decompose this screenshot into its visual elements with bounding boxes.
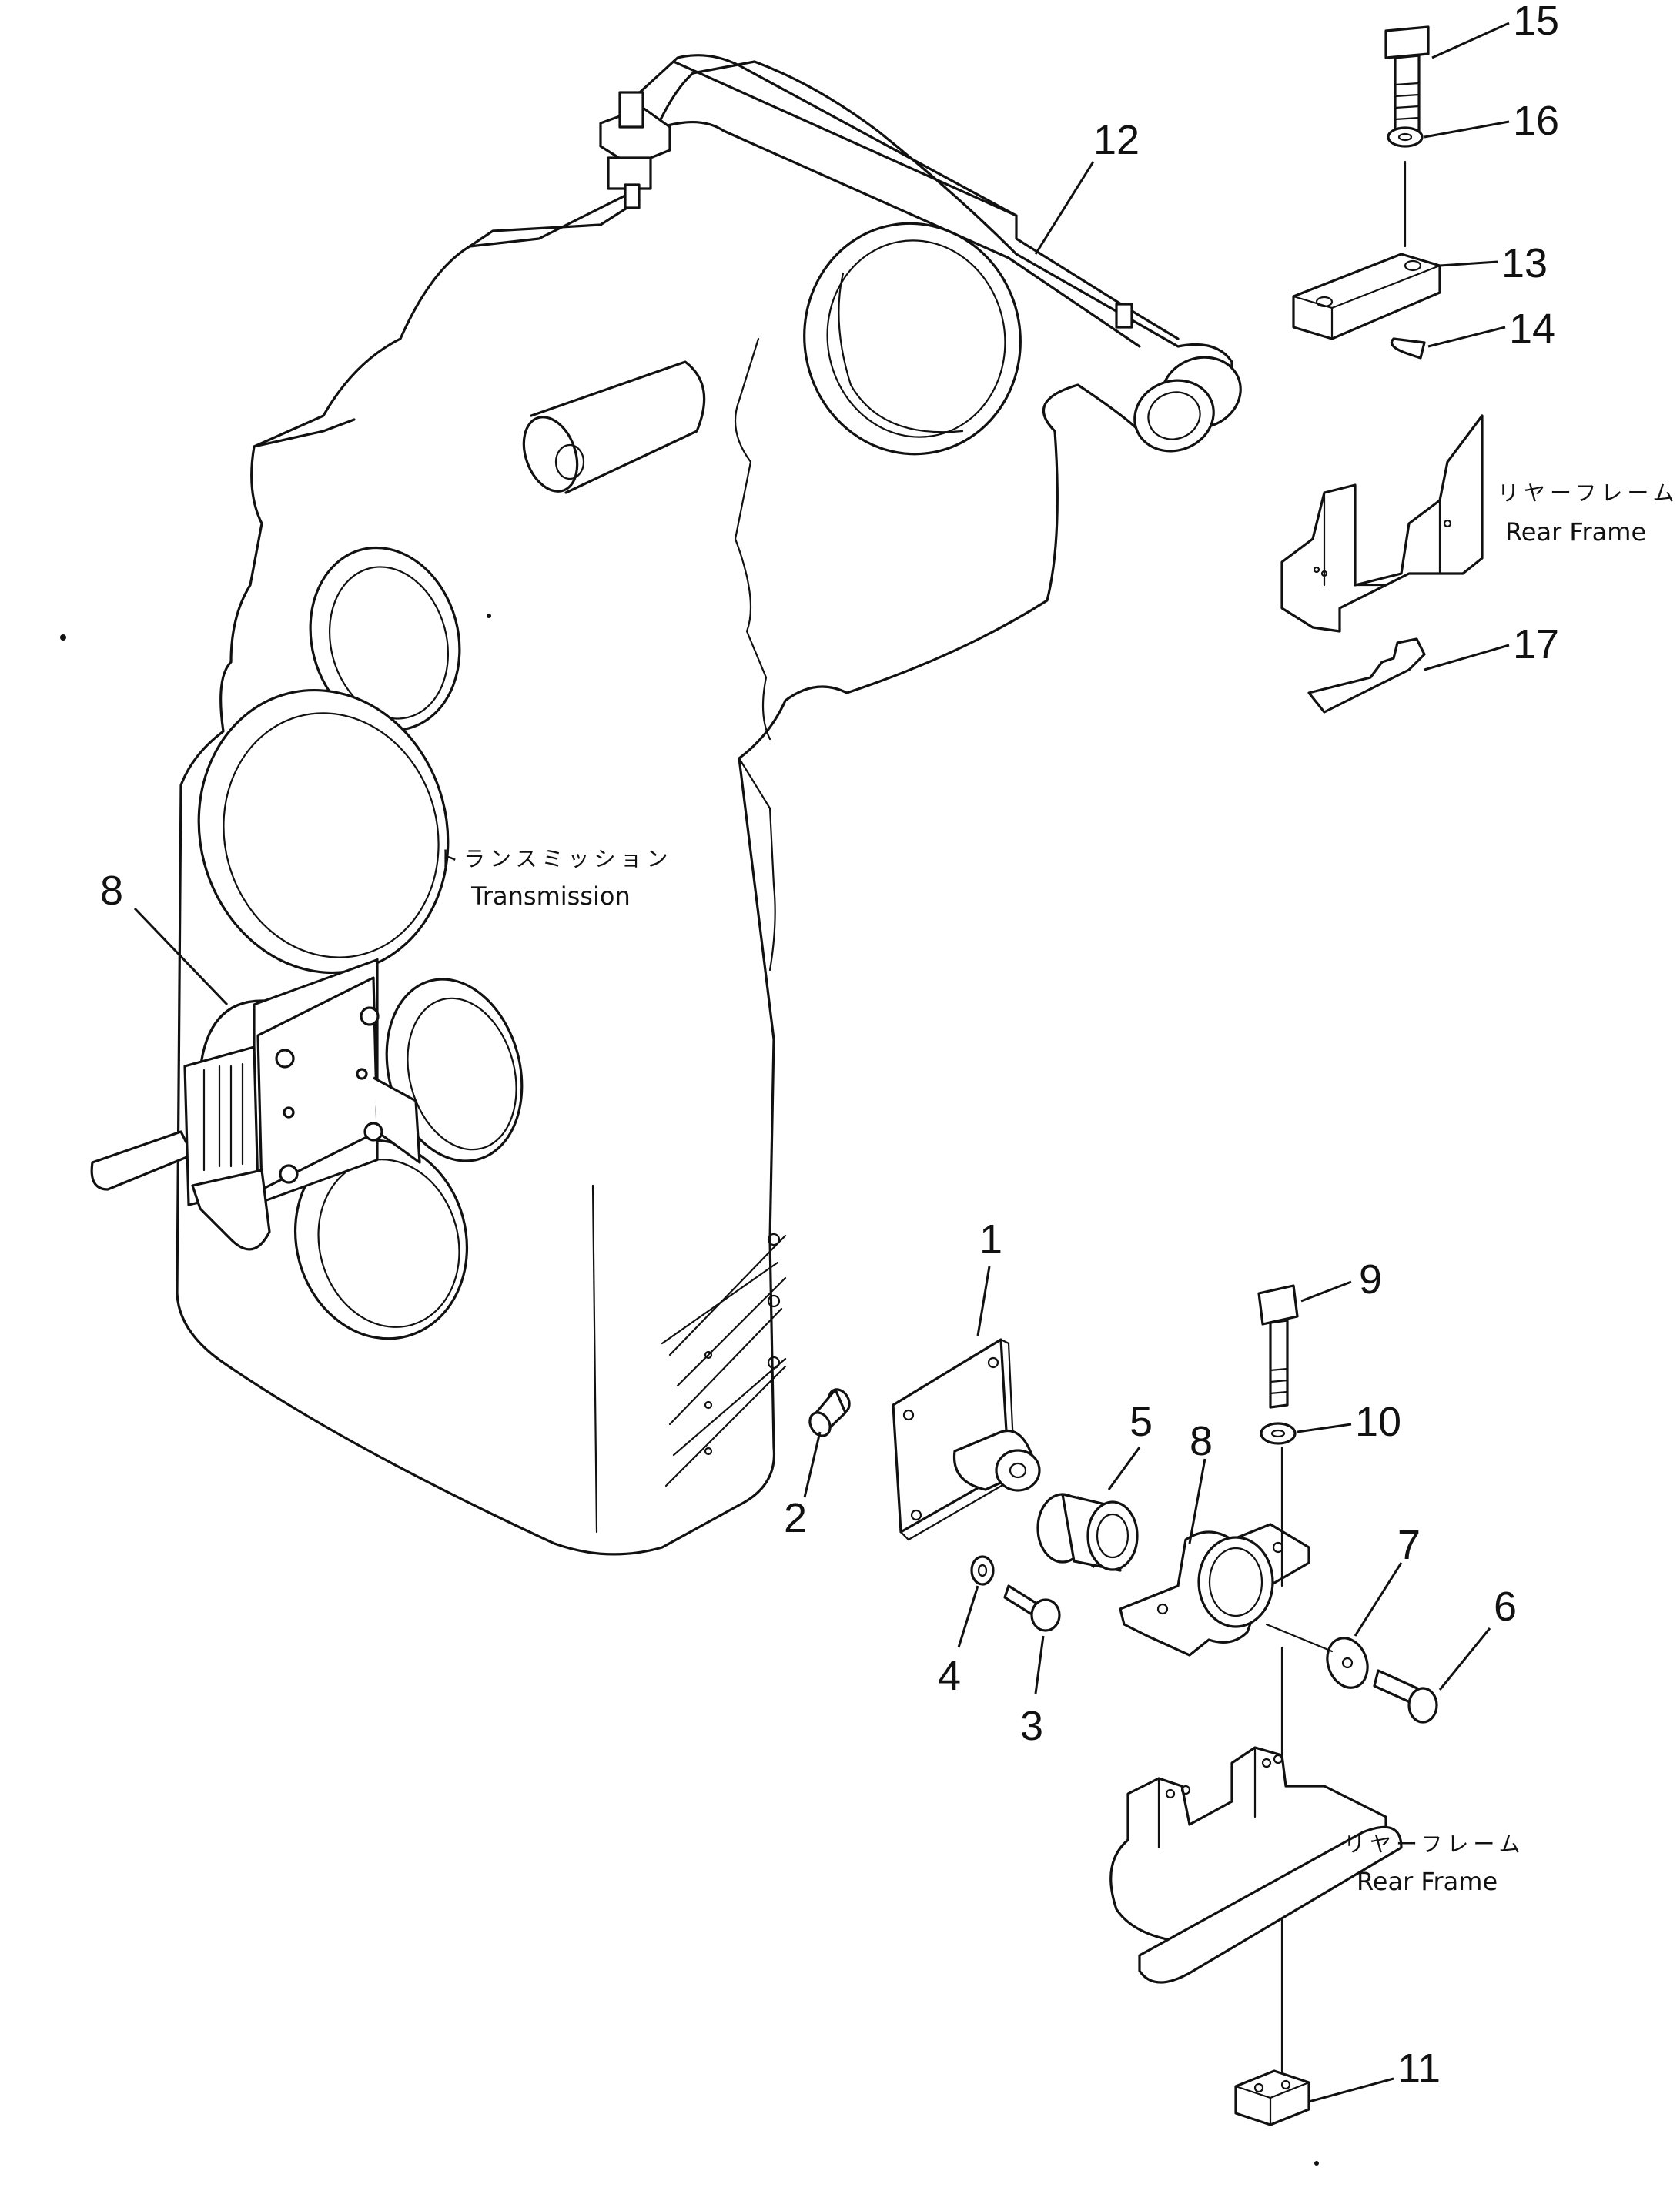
callout-6: 6 — [1494, 1584, 1517, 1630]
rear-frame-bottom — [1109, 1746, 1403, 1984]
rear-frame-bottom-label-en: Rear Frame — [1357, 1867, 1498, 1896]
callout-12: 12 — [1093, 117, 1140, 163]
component-labels: トランスミッション Transmission リヤーフレーム Rear Fram… — [437, 480, 1678, 1896]
callout-8-right: 8 — [1190, 1418, 1213, 1464]
support-arm — [599, 54, 1242, 453]
left-mount-assembly — [90, 958, 421, 1251]
callout-13: 13 — [1501, 240, 1548, 286]
callout-15: 15 — [1513, 0, 1559, 44]
part-9-bolt — [1257, 1284, 1299, 1409]
rear-frame-top-label-jp: リヤーフレーム — [1498, 480, 1678, 506]
part-16-washer — [1387, 126, 1424, 148]
callout-10: 10 — [1355, 1399, 1401, 1445]
rear-frame-top — [1280, 414, 1484, 633]
callout-numbers: 1 2 3 4 5 6 7 8 8 9 10 11 12 13 14 15 16… — [100, 0, 1559, 2092]
part-14-clip — [1390, 337, 1426, 360]
part-13-block — [1292, 253, 1441, 340]
part-17-bracket — [1307, 637, 1426, 714]
callout-11: 11 — [1397, 2045, 1441, 2092]
part-6-bolt — [1373, 1669, 1438, 1724]
callout-5: 5 — [1129, 1399, 1153, 1445]
transmission-label-jp: トランスミッション — [437, 846, 672, 871]
rear-frame-top-label-en: Rear Frame — [1505, 517, 1646, 547]
part-4-washer — [970, 1555, 995, 1586]
transmission-label-en: Transmission — [470, 881, 631, 911]
part-7-washer — [1326, 1637, 1369, 1689]
callout-16: 16 — [1513, 98, 1559, 144]
part-8-bracket — [1119, 1523, 1310, 1657]
part-2-pin — [808, 1388, 851, 1437]
part-5-bushing — [1036, 1493, 1139, 1572]
callout-17: 17 — [1513, 621, 1559, 667]
callout-7: 7 — [1397, 1522, 1421, 1568]
callout-8-left: 8 — [100, 868, 123, 914]
callout-4: 4 — [938, 1653, 961, 1699]
part-10-washer — [1260, 1422, 1297, 1445]
callout-14: 14 — [1509, 306, 1555, 352]
callout-2: 2 — [784, 1495, 807, 1541]
rear-frame-bottom-label-jp: リヤーフレーム — [1344, 1831, 1524, 1857]
part-11-block — [1234, 2069, 1310, 2126]
callout-1: 1 — [979, 1216, 1002, 1263]
transmission-housing — [176, 60, 1233, 1556]
leader-lines — [133, 22, 1510, 2103]
part-15-bolt — [1384, 25, 1430, 135]
part-3-bolt — [1003, 1584, 1061, 1632]
callout-9: 9 — [1359, 1256, 1382, 1303]
part-1-mount-plate — [892, 1338, 1041, 1541]
callout-3: 3 — [1020, 1703, 1043, 1749]
